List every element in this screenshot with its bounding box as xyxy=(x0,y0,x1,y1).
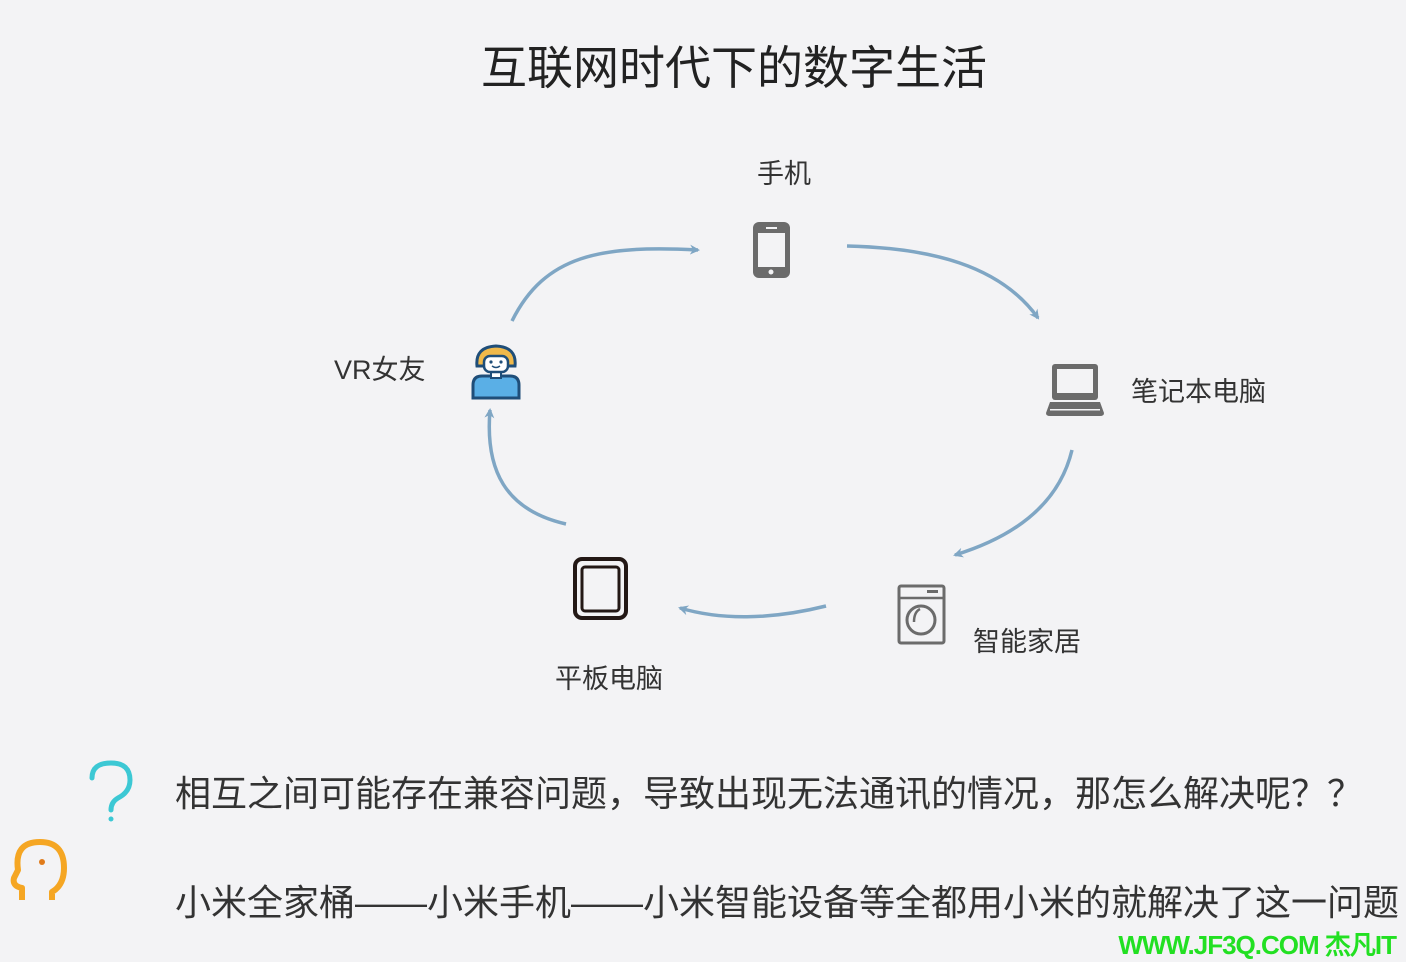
node-label-vr: VR女友 xyxy=(334,355,426,385)
node-label-smart-home: 智能家居 xyxy=(973,627,1081,657)
laptop-icon xyxy=(1046,364,1104,416)
arrow-vr-to-phone xyxy=(510,244,700,322)
answer-text: 小米全家桶——小米手机——小米智能设备等全都用小米的就解决了这一问题 xyxy=(175,882,1400,923)
head-idea-icon xyxy=(10,839,67,900)
node-label-laptop: 笔记本电脑 xyxy=(1131,377,1266,407)
node-label-phone: 手机 xyxy=(757,159,811,189)
arrow-phone-to-laptop xyxy=(846,244,1040,320)
watermark: WWW.JF3Q.COM 杰凡IT xyxy=(1118,930,1397,960)
arrow-tablet-to-vr xyxy=(484,408,567,526)
question-text: 相互之间可能存在兼容问题，导致出现无法通讯的情况，那怎么解决呢？？ xyxy=(175,773,1364,814)
question-mark-icon xyxy=(89,760,133,822)
vr-girl-avatar-icon xyxy=(471,344,521,400)
tablet-icon xyxy=(573,557,628,620)
arrow-laptop-to-home xyxy=(953,449,1074,558)
washing-machine-icon xyxy=(897,584,946,645)
phone-icon xyxy=(753,222,790,278)
node-label-tablet: 平板电脑 xyxy=(555,664,663,694)
page-title: 互联网时代下的数字生活 xyxy=(481,42,987,94)
arrow-home-to-tablet xyxy=(678,604,827,619)
